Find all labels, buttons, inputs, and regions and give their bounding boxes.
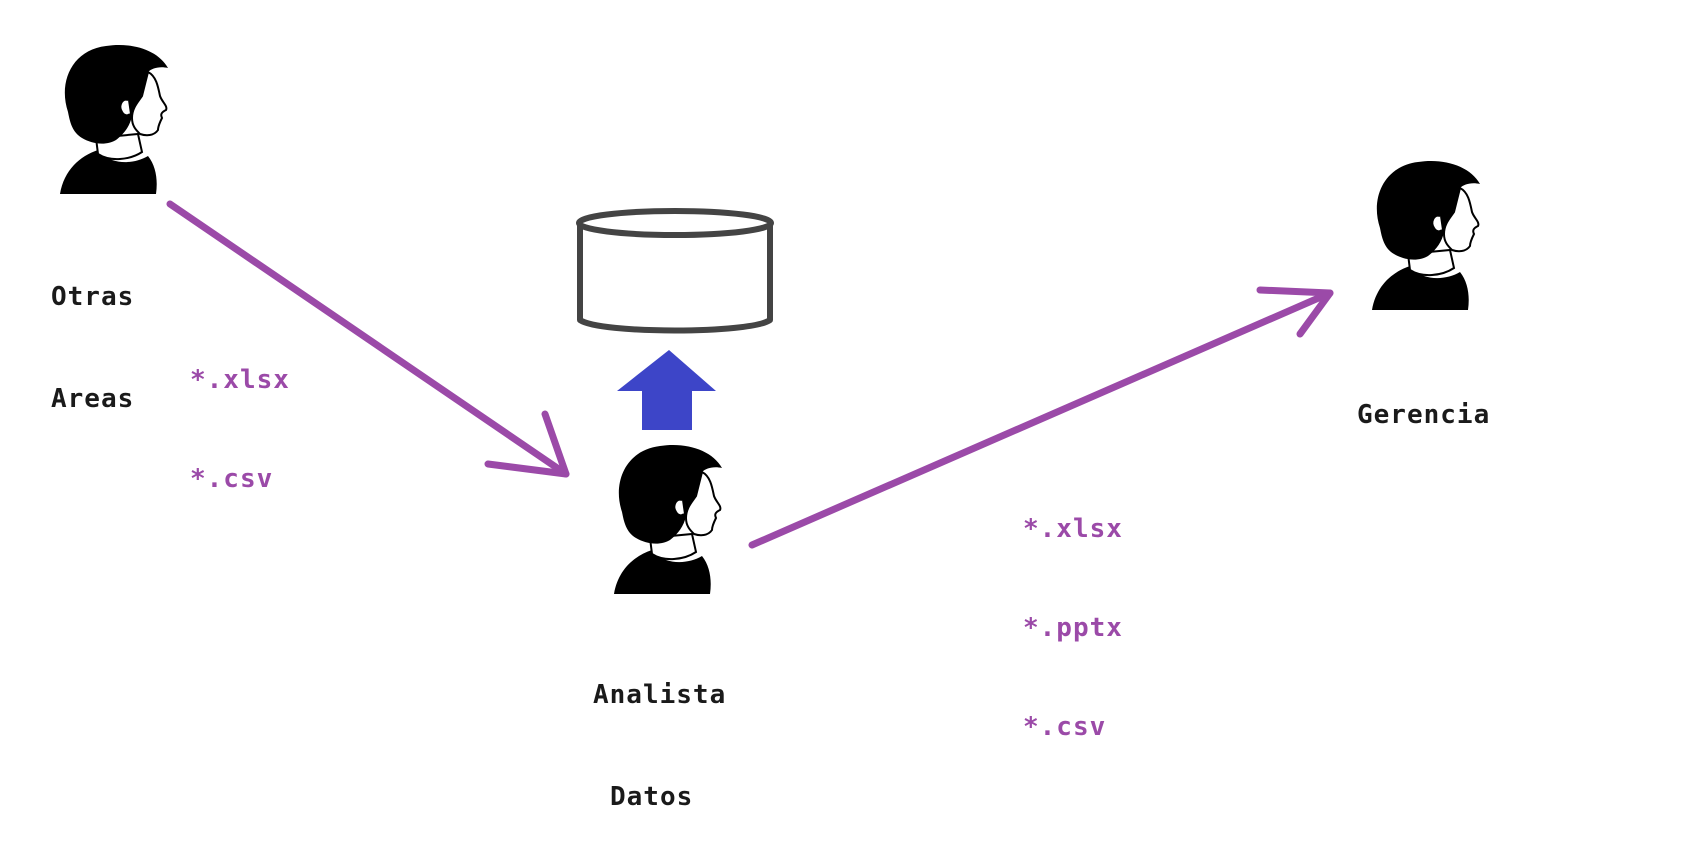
otras-areas-label-line2: Areas (51, 384, 135, 414)
outgoing-file-pptx: *.pptx (1023, 613, 1123, 643)
analista-label-line2: Datos (610, 782, 694, 812)
outgoing-flow-arrow (748, 286, 1334, 549)
otras-areas-person-icon (59, 43, 169, 196)
up-arrow-icon (617, 350, 716, 430)
gerencia-person-icon (1371, 159, 1481, 311)
outgoing-file-csv: *.csv (1023, 712, 1107, 742)
analista-label: Analista Datos (593, 610, 726, 848)
incoming-files-label: *.xlsx *.csv (190, 298, 290, 529)
incoming-flow-arrow (166, 200, 570, 478)
gerencia-label: Gerencia (1357, 330, 1490, 466)
otras-areas-label-line1: Otras (51, 282, 135, 312)
incoming-file-xlsx: *.xlsx (190, 365, 290, 395)
gerencia-label-line1: Gerencia (1357, 400, 1491, 430)
otras-areas-label: Otras Areas (51, 212, 134, 450)
analista-person-icon (613, 443, 723, 595)
outgoing-file-xlsx: *.xlsx (1023, 514, 1123, 544)
incoming-file-csv: *.csv (190, 464, 274, 494)
analista-label-line1: Analista (593, 680, 727, 710)
database-cylinder-icon (576, 208, 774, 334)
outgoing-files-label: *.xlsx *.pptx *.csv (1023, 447, 1123, 777)
